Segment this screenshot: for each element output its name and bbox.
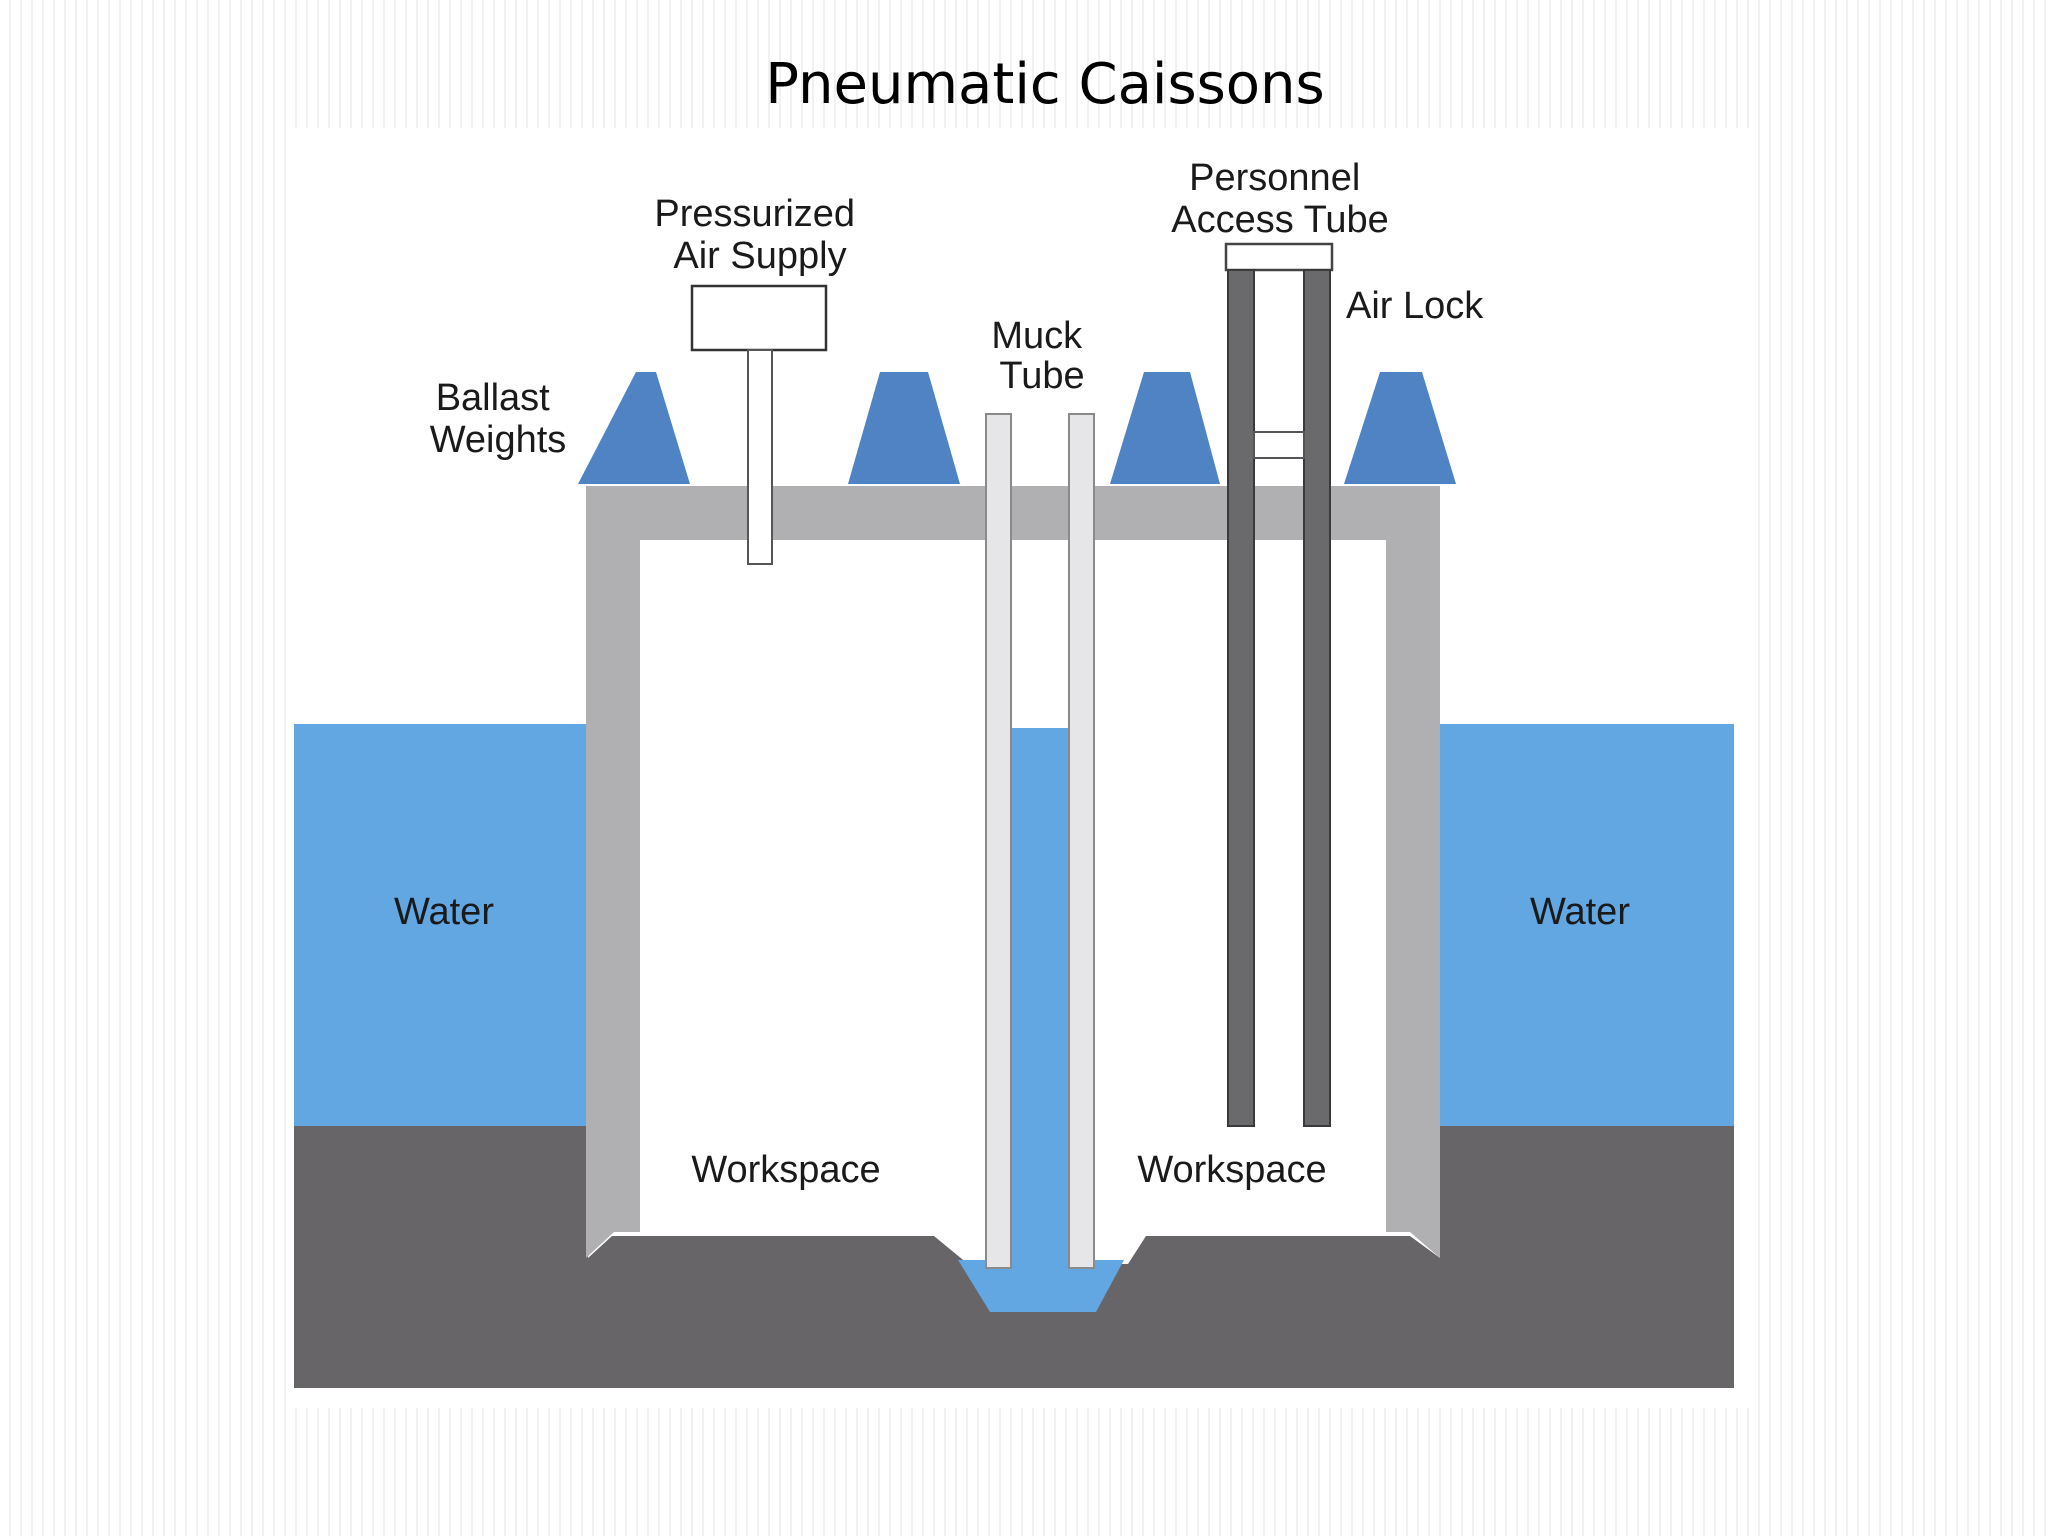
label-ballast-weights-line-2: Weights [430, 419, 567, 461]
muck-pit-water [958, 1260, 1124, 1312]
label-muck-tube-line-1: Muck [991, 315, 1083, 357]
access-tube-right-wall [1303, 269, 1331, 1127]
muck-tube-water [1010, 728, 1070, 1268]
label-ballast-weights: Ballast Weights [430, 377, 567, 461]
water-left [294, 724, 588, 1128]
muck-tube-right-wall [1068, 413, 1095, 1269]
slide-title: Pneumatic Caissons [765, 52, 1325, 117]
air-supply-pipe [747, 349, 773, 565]
label-water-left: Water [394, 891, 494, 933]
label-personnel-access-tube-line-1: Personnel [1189, 157, 1360, 199]
access-tube-cap [1224, 242, 1334, 272]
water-right [1440, 724, 1734, 1128]
muck-tube-left-wall [985, 413, 1012, 1269]
label-pressurized-air-supply-line-2: Air Supply [673, 235, 846, 277]
label-ballast-weights-line-1: Ballast [436, 377, 550, 419]
ground [294, 1126, 1734, 1388]
label-workspace-left: Workspace [691, 1149, 880, 1191]
ballast-weight-1 [578, 372, 690, 484]
label-muck-tube-line-2: Tube [999, 355, 1084, 397]
label-air-lock: Air Lock [1346, 285, 1484, 327]
ballast-weight-2 [848, 372, 960, 484]
label-workspace-right: Workspace [1137, 1149, 1326, 1191]
label-pressurized-air-supply-line-1: Pressurized [654, 193, 855, 235]
label-personnel-access-tube: Personnel Access Tube [1171, 157, 1389, 241]
air-lock-hatch [1253, 431, 1305, 459]
label-personnel-access-tube-line-2: Access Tube [1171, 199, 1389, 241]
ballast-weight-3 [1110, 372, 1220, 484]
air-supply-box [690, 284, 828, 352]
ballast-weight-4 [1344, 372, 1456, 484]
label-muck-tube: Muck Tube [991, 315, 1092, 397]
label-water-right: Water [1530, 891, 1630, 933]
label-pressurized-air-supply: Pressurized Air Supply [654, 193, 865, 277]
access-tube-left-wall [1227, 269, 1255, 1127]
